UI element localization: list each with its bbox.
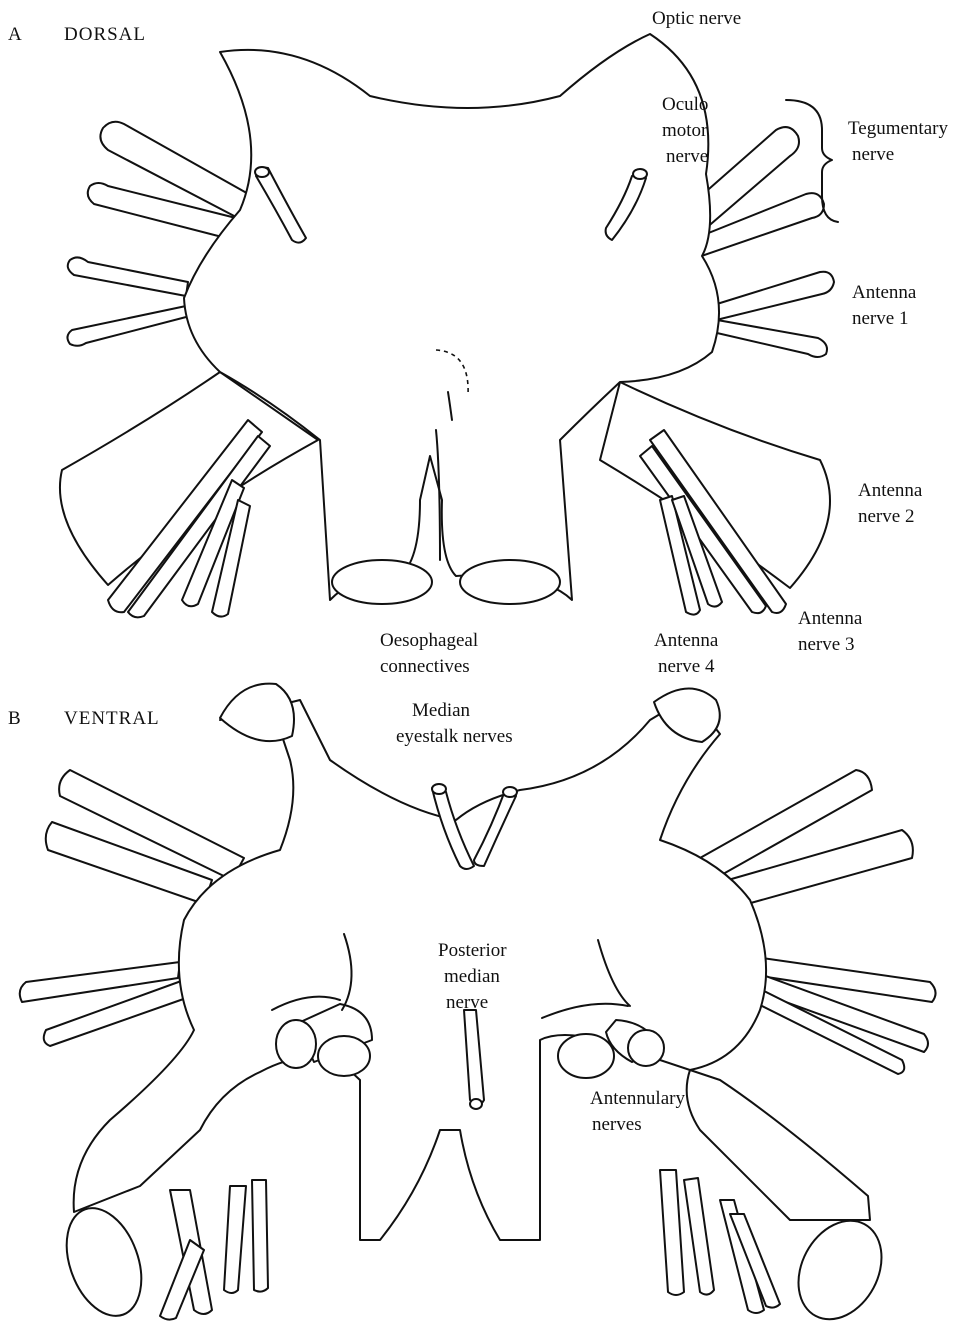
tegumentary-label-1: Tegumentary [848,118,948,139]
tegumentary-label-2: nerve [852,144,894,165]
antenna-nerve-3-label-2: nerve 3 [798,634,854,655]
antenna-nerve-3-label-1: Antenna [798,608,863,629]
dorsal-brain-body [184,34,719,600]
panel-b-letter: B [8,708,22,729]
panel-a-dorsal: A DORSAL [8,8,948,677]
posterior-median-label-3: nerve [446,992,488,1013]
left-eyestalk-stub [220,684,294,742]
right-antenna-nerve-1 [704,272,834,357]
posterior-median-label-2: median [444,966,500,987]
oculomotor-label-3: nerve [666,146,708,167]
antenna-nerve-1-label-2: nerve 1 [852,308,908,329]
posterior-median-label-1: Posterior [438,940,507,961]
panel-b-ventral: B VENTRAL [8,684,936,1330]
optic-nerve-label: Optic nerve [652,8,741,29]
oesophageal-label-2: connectives [380,656,470,677]
left-tegumentary-nerves [88,122,252,238]
antennulary-label-2: nerves [592,1114,642,1135]
right-ventral-lateral-nerves [754,958,936,1074]
right-oesophageal-connective [460,560,560,604]
antenna-nerve-4-label-2: nerve 4 [658,656,715,677]
oesophageal-label-1: Oesophageal [380,630,478,651]
panel-b-view-label: VENTRAL [64,708,160,729]
panel-a-letter: A [8,24,23,45]
median-eyestalk-label-1: Median [412,700,471,721]
left-oesophageal-connective [332,560,432,604]
left-antenna-nerve-1 [67,257,190,345]
antenna-nerve-2-label-1: Antenna [858,480,923,501]
antenna-nerve-4-label-1: Antenna [654,630,719,651]
antennulary-label-1: Antennulary [590,1088,685,1109]
oculomotor-label-1: Oculo [662,94,708,115]
antenna-nerve-2-label-2: nerve 2 [858,506,914,527]
panel-a-view-label: DORSAL [64,24,146,45]
oculomotor-label-2: motor [662,120,708,141]
left-ventral-lateral-nerves [20,962,192,1046]
antenna-nerve-1-label-1: Antenna [852,282,917,303]
median-eyestalk-label-2: eyestalk nerves [396,726,513,747]
